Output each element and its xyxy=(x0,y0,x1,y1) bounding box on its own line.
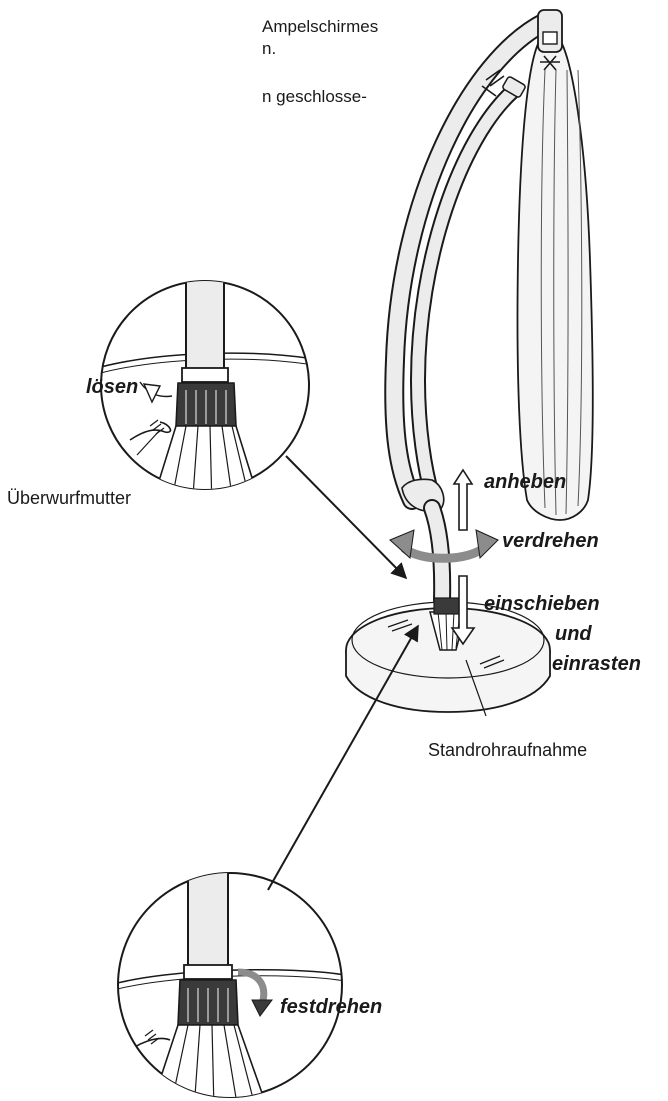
label-standrohraufnahme: Standrohraufnahme xyxy=(428,740,588,760)
rotation-arrow xyxy=(389,529,499,563)
base-plate xyxy=(345,597,551,713)
leader-ueberwurfmutter xyxy=(136,429,161,456)
curved-pole xyxy=(384,9,563,609)
pointer-line-upper xyxy=(285,455,408,580)
nut-detail-tighten xyxy=(117,872,343,1098)
label-loesen: lösen xyxy=(86,376,139,398)
label-einschieben: einschieben xyxy=(484,593,600,615)
label-und: und xyxy=(555,623,592,645)
insert-arrow xyxy=(450,575,476,646)
leader-standrohraufnahme xyxy=(465,659,487,717)
closed-canopy xyxy=(516,39,594,521)
lift-arrow xyxy=(452,468,474,531)
intro-line-2: n. xyxy=(262,39,277,58)
pointer-line-lower xyxy=(267,624,419,891)
label-festdrehen: festdrehen xyxy=(280,996,383,1018)
intro-line-3: n geschlosse- xyxy=(262,87,367,106)
intro-line-1: Ampelschirmes xyxy=(262,17,379,36)
label-einrasten: einrasten xyxy=(552,653,641,675)
label-ueberwurfmutter: Überwurfmutter xyxy=(7,488,132,508)
label-anheben: anheben xyxy=(484,471,567,493)
label-verdrehen: verdrehen xyxy=(502,530,599,552)
